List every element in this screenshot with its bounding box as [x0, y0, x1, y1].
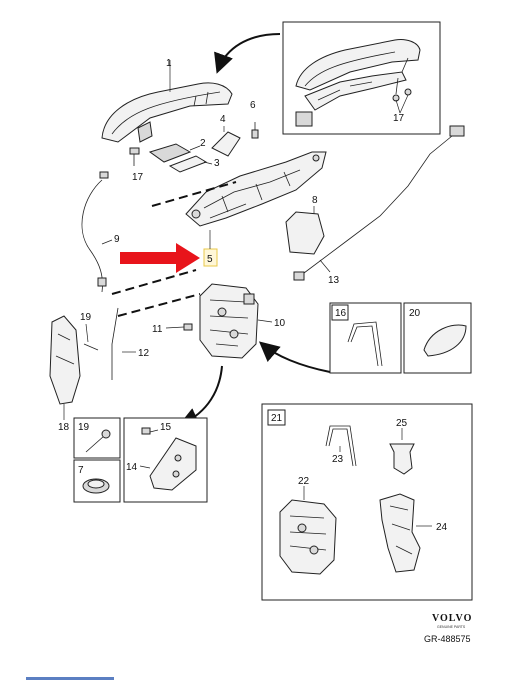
label-15: 15	[160, 422, 172, 433]
handle-gasket-3	[168, 155, 208, 173]
volvo-logo: VOLVO	[432, 613, 472, 624]
striker-plate-14	[149, 437, 197, 491]
curved-arrow-from-lock	[178, 365, 223, 427]
bolt-6	[251, 122, 259, 139]
label-18: 18	[58, 422, 70, 433]
label-6: 6	[250, 100, 256, 111]
label-8: 8	[312, 195, 318, 206]
handle-carrier	[185, 151, 327, 227]
grommet-25	[389, 443, 415, 475]
cylinder-housing-8	[285, 211, 325, 255]
label-1: 1	[166, 58, 172, 69]
label-25: 25	[396, 418, 408, 429]
rod-12	[111, 307, 119, 380]
handle-cover-2	[148, 143, 192, 163]
door-lock-22	[279, 499, 337, 575]
handle-screw	[129, 147, 140, 166]
curved-arrow-to-lock-box	[258, 341, 331, 373]
label-14: 14	[126, 462, 138, 473]
label-11: 11	[152, 324, 163, 335]
actuator-24	[379, 493, 421, 573]
label-5-highlight-box	[203, 248, 218, 267]
inner-cable-9	[81, 179, 103, 293]
cylinder-cover-4	[211, 131, 241, 157]
label-22: 22	[298, 476, 310, 487]
bottom-strip	[26, 677, 114, 680]
label-21: 21	[271, 413, 283, 424]
screw-15	[141, 427, 151, 435]
label-16: 16	[335, 308, 347, 319]
label-20: 20	[409, 308, 421, 319]
label-2: 2	[200, 138, 206, 149]
label-19-box: 19	[78, 422, 90, 433]
label-19: 19	[80, 312, 92, 323]
label-23: 23	[332, 454, 344, 465]
label-24: 24	[436, 522, 448, 533]
label-17-inset: 17	[393, 113, 405, 124]
label-5: 5	[207, 254, 213, 265]
rod-16	[347, 321, 383, 367]
label-4: 4	[220, 114, 226, 125]
label-12: 12	[138, 348, 150, 359]
label-9: 9	[114, 234, 120, 245]
label-13: 13	[328, 275, 340, 286]
dashed-line-handle	[151, 181, 237, 207]
outer-cable-13	[299, 135, 453, 277]
volvo-tagline: GENUINE PARTS	[437, 625, 466, 629]
label-17: 17	[132, 172, 144, 183]
label-3: 3	[214, 158, 220, 169]
curved-arrow-to-handle	[214, 33, 281, 74]
box-19	[73, 417, 121, 459]
reference-number: GR-488575	[424, 634, 471, 644]
highlight-arrow	[120, 243, 200, 273]
handle-detail-drawing	[295, 39, 421, 127]
label-10: 10	[274, 318, 286, 329]
rod-23	[325, 425, 357, 467]
cover-cap-20	[423, 324, 467, 357]
label-7: 7	[78, 465, 84, 476]
pin-19	[83, 343, 99, 351]
outer-door-handle	[101, 82, 233, 143]
dashed-line-lock-upper	[111, 269, 197, 295]
dashed-line-lock-lower	[117, 293, 201, 317]
screw-11	[183, 323, 193, 331]
door-lock	[199, 283, 259, 359]
